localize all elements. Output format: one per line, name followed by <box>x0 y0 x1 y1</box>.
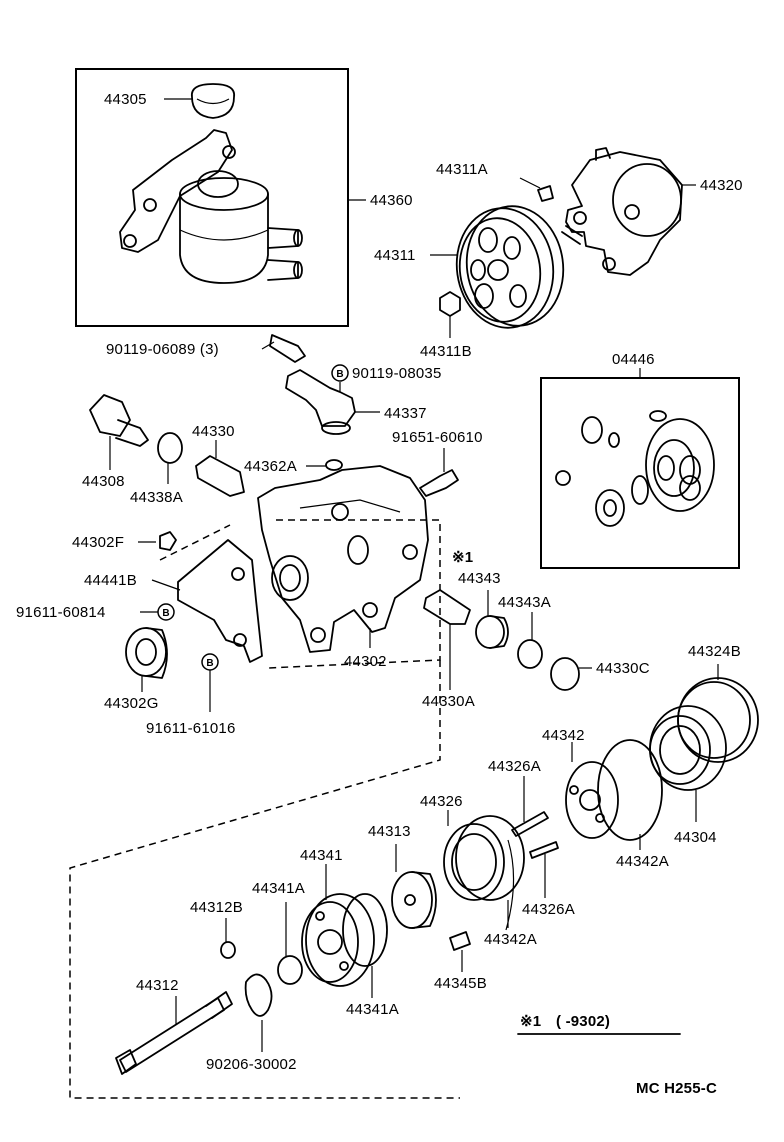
bolt-mark-3-text: B <box>206 658 213 669</box>
repair-kit-box <box>540 377 740 569</box>
cam-ring-44326 <box>443 815 525 901</box>
dashed-outline-lower <box>69 660 460 1099</box>
reservoir-box <box>75 68 349 327</box>
label-44330: 44330 <box>192 423 235 440</box>
union-44337 <box>285 369 356 435</box>
nut-44311B <box>439 291 461 317</box>
label-44304: 44304 <box>674 829 717 846</box>
plate-44342A-mid <box>505 839 515 931</box>
label-44326: 44326 <box>420 793 463 810</box>
reservoir-tank <box>119 129 303 284</box>
shaft-44312 <box>115 991 233 1075</box>
note-star: ※1 <box>520 1013 541 1030</box>
label-90119-06089: 90119-06089 (3) <box>106 341 219 358</box>
spool-44343 <box>475 615 509 649</box>
oring-44343A <box>517 639 543 669</box>
label-44342: 44342 <box>542 727 585 744</box>
label-44343: 44343 <box>458 570 501 587</box>
seal-44341A-bottom <box>342 893 388 967</box>
label-44302F: 44302F <box>72 534 124 551</box>
leader-90119-06089 <box>261 341 275 350</box>
oring-44362A <box>325 459 343 471</box>
bracket-44441B <box>177 539 263 663</box>
plug-44302F <box>159 531 177 551</box>
pulley <box>455 205 565 329</box>
bolt-mark-1: B <box>331 364 349 382</box>
label-44360: 44360 <box>370 192 413 209</box>
label-44311A: 44311A <box>436 161 488 178</box>
pin-44326A-top <box>511 811 549 837</box>
label-91611-60814: 91611-60814 <box>16 604 106 621</box>
sensor-44308 <box>89 394 149 447</box>
label-04446: 04446 <box>612 351 655 368</box>
bearing-44302G <box>125 627 168 679</box>
label-44326A-top: 44326A <box>488 758 541 775</box>
oring-44338A <box>157 432 183 464</box>
pump-assembly <box>561 147 683 276</box>
side-plate-44342 <box>565 761 619 839</box>
bolt-90119-06089 <box>269 334 306 363</box>
bolt-91651-60610 <box>419 469 459 497</box>
label-44305: 44305 <box>104 91 147 108</box>
vane-44345B <box>449 931 471 951</box>
snap-ring-44330C <box>550 657 580 691</box>
oring-44341A-top <box>277 955 303 985</box>
label-44341: 44341 <box>300 847 343 864</box>
label-44313: 44313 <box>368 823 411 840</box>
label-44441B: 44441B <box>84 572 137 589</box>
bolt-mark-2: B <box>157 603 175 621</box>
snap-ring-44312B <box>220 941 236 959</box>
label-44302G: 44302G <box>104 695 159 712</box>
leader-44441B <box>151 579 181 591</box>
pin-44326A-bottom <box>529 841 559 859</box>
valve-44330A <box>423 589 471 625</box>
label-90206-30002: 90206-30002 <box>206 1056 297 1073</box>
diagram-code: MC H255-C <box>636 1080 717 1097</box>
repair-kit-parts <box>555 410 715 527</box>
bolt-mark-2-text: B <box>162 608 169 619</box>
label-44345B: 44345B <box>434 975 487 992</box>
label-44320: 44320 <box>700 177 743 194</box>
label-44341A-bottom: 44341A <box>346 1001 399 1018</box>
label-44337: 44337 <box>384 405 427 422</box>
label-91611-61016: 91611-61016 <box>146 720 236 737</box>
label-44338A: 44338A <box>130 489 183 506</box>
label-44330A: 44330A <box>422 693 475 710</box>
label-44342A-mid: 44342A <box>484 931 537 948</box>
label-44311B: 44311B <box>420 343 472 360</box>
reservoir-cap <box>190 83 236 119</box>
label-44311: 44311 <box>374 247 416 264</box>
leader-44311A <box>519 177 541 189</box>
note-range: ( -9302) <box>556 1013 610 1030</box>
label-44326A-bottom: 44326A <box>522 901 575 918</box>
label-44362A: 44362A <box>244 458 297 475</box>
label-44324B: 44324B <box>688 643 741 660</box>
key-44311A <box>537 185 554 202</box>
label-44308: 44308 <box>82 473 125 490</box>
bolt-mark-1-text: B <box>336 369 343 380</box>
bolt-mark-3: B <box>201 653 219 671</box>
gasket-44324B <box>677 677 759 763</box>
label-44312: 44312 <box>136 977 179 994</box>
label-star1: ※1 <box>452 549 473 566</box>
front-plate-44341 <box>301 893 375 987</box>
plate-44342A-right <box>597 739 663 841</box>
label-44302: 44302 <box>344 653 387 670</box>
label-91651-60610: 91651-60610 <box>392 429 483 446</box>
label-44330C: 44330C <box>596 660 650 677</box>
label-44341A-top: 44341A <box>252 880 305 897</box>
seal-90206-30002 <box>244 973 273 1017</box>
label-90119-08035: 90119-08035 <box>352 365 442 382</box>
label-44312B: 44312B <box>190 899 243 916</box>
pump-body <box>257 465 429 653</box>
dashed-outline-upper <box>159 519 441 669</box>
label-44343A: 44343A <box>498 594 551 611</box>
fitting-44330 <box>195 455 245 497</box>
label-44342A-right: 44342A <box>616 853 669 870</box>
rotor-44313 <box>391 871 437 929</box>
